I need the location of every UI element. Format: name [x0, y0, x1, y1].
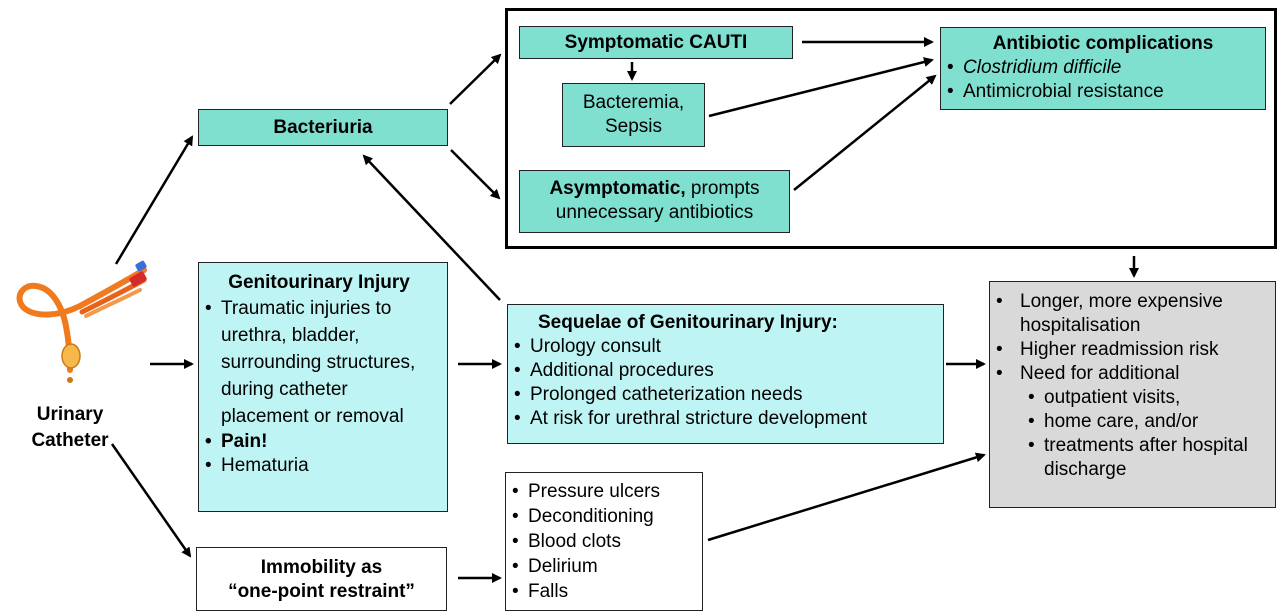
list-item: Deconditioning — [506, 504, 702, 529]
asymptomatic-box: Asymptomatic, prompts unnecessary antibi… — [519, 170, 790, 233]
list-item: Prolonged catheterization needs — [508, 383, 943, 407]
list-item: Hematuria — [199, 454, 439, 478]
sequelae-list: Urology consult Additional procedures Pr… — [508, 335, 943, 431]
immobility-effects-box: Pressure ulcers Deconditioning Blood clo… — [505, 472, 703, 611]
list-item: Longer, more expensive hospitalisation — [990, 290, 1269, 338]
antibiotic-complications-list: Clostridium difficile Antimicrobial resi… — [941, 56, 1265, 104]
genitourinary-injury-box: Genitourinary Injury Traumatic injuries … — [198, 262, 448, 512]
list-item: Delirium — [506, 554, 702, 579]
sepsis-line: Sepsis — [604, 116, 663, 137]
asymptomatic-prompts: prompts — [685, 178, 760, 199]
genitourinary-injury-list: Traumatic injuries to urethra, bladder, … — [199, 295, 439, 478]
list-item: Need for additional — [990, 362, 1269, 386]
immobility-effects-list: Pressure ulcers Deconditioning Blood clo… — [506, 479, 702, 604]
symptomatic-cauti-title: Symptomatic CAUTI — [564, 32, 748, 53]
list-item: home care, and/or — [1014, 410, 1269, 434]
arrow-catheter-to-immobility — [110, 443, 192, 558]
list-item: Clostridium difficile — [941, 56, 1265, 80]
antibiotic-complications-title: Antibiotic complications — [992, 33, 1214, 54]
bacteremia-line: Bacteremia, — [582, 92, 685, 113]
list-item: Pressure ulcers — [506, 479, 702, 504]
arrow-bacteremia-to-antibiotic — [708, 57, 934, 118]
symptomatic-cauti-box: Symptomatic CAUTI — [519, 26, 793, 59]
arrow-effects-to-outcomes — [707, 452, 986, 542]
immobility-line1: Immobility as — [260, 557, 383, 578]
bacteriuria-consequences-frame — [505, 8, 1277, 249]
arrow-bacteriuria-to-symptomatic — [449, 53, 502, 105]
list-item: outpatient visits, — [1014, 386, 1269, 410]
arrow-bacteriuria-to-asymptomatic — [450, 149, 501, 200]
sequelae-box: Sequelae of Genitourinary Injury: Urolog… — [507, 304, 944, 444]
list-item: Pain! — [199, 430, 439, 454]
arrow-catheter-to-bacteriuria — [114, 135, 194, 265]
bacteriuria-box: Bacteriuria — [198, 109, 448, 146]
list-item: Additional procedures — [508, 359, 943, 383]
list-item: Blood clots — [506, 529, 702, 554]
urinary-catheter-label: Urinary Catheter — [31, 404, 109, 451]
asymptomatic-label: Asymptomatic, — [549, 178, 686, 199]
immobility-line2: “one-point restraint” — [228, 581, 415, 602]
sequelae-title: Sequelae of Genitourinary Injury: — [538, 312, 838, 333]
arrow-sequelae-to-bacteriuria — [362, 154, 501, 301]
list-item: Traumatic injuries to urethra, bladder, … — [199, 295, 439, 430]
list-item: Higher readmission risk — [990, 338, 1269, 362]
outcomes-sublist: outpatient visits, home care, and/or tre… — [990, 386, 1269, 482]
asymptomatic-line2: unnecessary antibiotics — [555, 202, 754, 223]
list-item: At risk for urethral stricture developme… — [508, 407, 943, 431]
antibiotic-complications-box: Antibiotic complications Clostridium dif… — [940, 27, 1266, 110]
outcomes-list: Longer, more expensive hospitalisation H… — [990, 290, 1269, 386]
list-item: Urology consult — [508, 335, 943, 359]
urinary-catheter-image — [16, 260, 147, 383]
bacteremia-sepsis-box: Bacteremia, Sepsis — [562, 83, 705, 147]
list-item: Antimicrobial resistance — [941, 80, 1265, 104]
outcomes-box: Longer, more expensive hospitalisation H… — [989, 281, 1276, 508]
immobility-box: Immobility as “one-point restraint” — [196, 547, 447, 611]
list-item: Falls — [506, 579, 702, 604]
genitourinary-injury-title: Genitourinary Injury — [228, 272, 410, 293]
bacteriuria-title: Bacteriuria — [273, 117, 373, 138]
arrow-asymptomatic-to-antibiotic — [793, 74, 937, 191]
list-item: treatments after hospital discharge — [1014, 434, 1269, 482]
